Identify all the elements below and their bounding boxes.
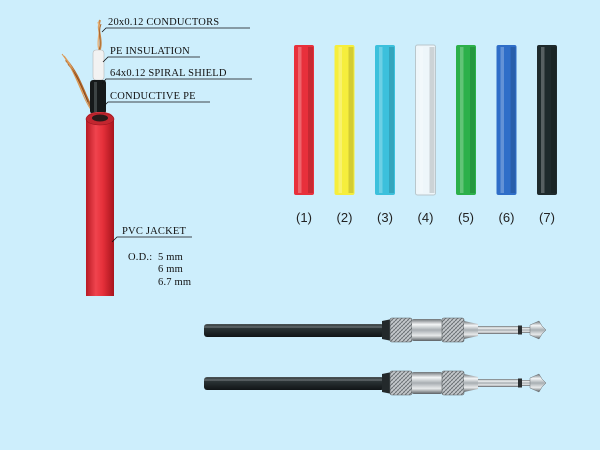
swatch-bar [375,45,395,195]
swatch-highlight [500,47,504,193]
jack-tip [529,373,547,393]
swatch-label: (5) [458,210,474,225]
color-swatches: (1) (2) (3) (4) (5) (6) (7) [294,44,557,225]
label-insulation: PE INSULATION [110,46,190,57]
swatch-shade [308,47,313,193]
collar [464,374,478,392]
swatch-6: (6) [496,45,517,225]
cable-body [204,324,384,337]
swatch-3: (3) [375,45,395,225]
swatch-bar [334,45,355,195]
strain-relief [382,372,392,394]
cable-assemblies [204,317,547,396]
knurled-ring [441,317,465,343]
chrome-barrel [412,372,442,394]
swatch-label: (1) [296,210,312,225]
swatch-highlight [338,47,342,193]
leader-conductive [103,101,210,107]
swatch-label: (6) [499,210,515,225]
swatch-shade [389,47,394,193]
conductor-strands [97,19,102,53]
od-value-2: 6 mm [158,264,183,275]
swatch-shade [510,47,516,193]
insulator-ring [518,378,522,388]
insulator-ring [518,325,522,335]
knurled-ring [389,317,413,343]
leader-insulation [102,56,200,63]
swatch-label: (4) [418,210,434,225]
od-value-1: 5 mm [158,252,183,263]
swatch-highlight [298,47,302,193]
jack-sleeve [478,379,518,387]
cable-sheen [204,379,384,381]
label-shield: 64x0.12 SPIRAL SHIELD [110,68,227,79]
collar [464,321,478,339]
knurled-ring [389,370,413,396]
cable-assembly-2 [204,370,547,396]
swatch-label: (2) [337,210,353,225]
leader-jacket [111,236,192,243]
conductive-pe [90,80,106,114]
swatch-shade [551,47,556,193]
jack-sleeve [478,326,518,334]
swatch-4: (4) [415,44,436,225]
leader-shield [101,78,252,85]
swatch-bar [537,45,557,195]
od-prefix: O.D.: [128,252,152,263]
pe-insulation [92,49,105,81]
cable-assembly-1 [204,317,547,343]
swatch-label: (3) [377,210,393,225]
swatch-highlight [460,47,464,193]
cable-sheen [204,326,384,328]
swatch-bar [415,44,436,196]
swatch-1: (1) [294,45,314,225]
swatch-bar [496,45,517,195]
cable-body [204,377,384,390]
swatch-5: (5) [456,45,476,225]
swatch-bar [456,45,476,195]
knurled-ring [441,370,465,396]
od-value-3: 6.7 mm [158,277,191,288]
swatch-label: (7) [539,210,555,225]
swatch-shade [429,47,435,193]
chrome-barrel [412,319,442,341]
swatch-shade [470,47,475,193]
swatch-7: (7) [537,45,557,225]
jack-ring [522,327,530,333]
cable-cutaway: 20x0.12 CONDUCTORS PE INSULATION 64x0.12… [61,17,252,296]
swatch-highlight [541,47,545,193]
label-conductors: 20x0.12 CONDUCTORS [108,17,219,28]
label-conductive: CONDUCTIVE PE [110,91,196,102]
label-jacket: PVC JACKET [122,226,187,237]
jack-ring [522,380,530,386]
swatch-highlight [419,47,423,193]
swatch-bar [294,45,314,195]
strain-relief [382,319,392,341]
jack-tip [529,320,547,340]
swatch-shade [348,47,354,193]
pvc-jacket [86,112,114,296]
swatch-highlight [379,47,383,193]
swatch-2: (2) [334,45,355,225]
leader-conductors [101,27,250,33]
